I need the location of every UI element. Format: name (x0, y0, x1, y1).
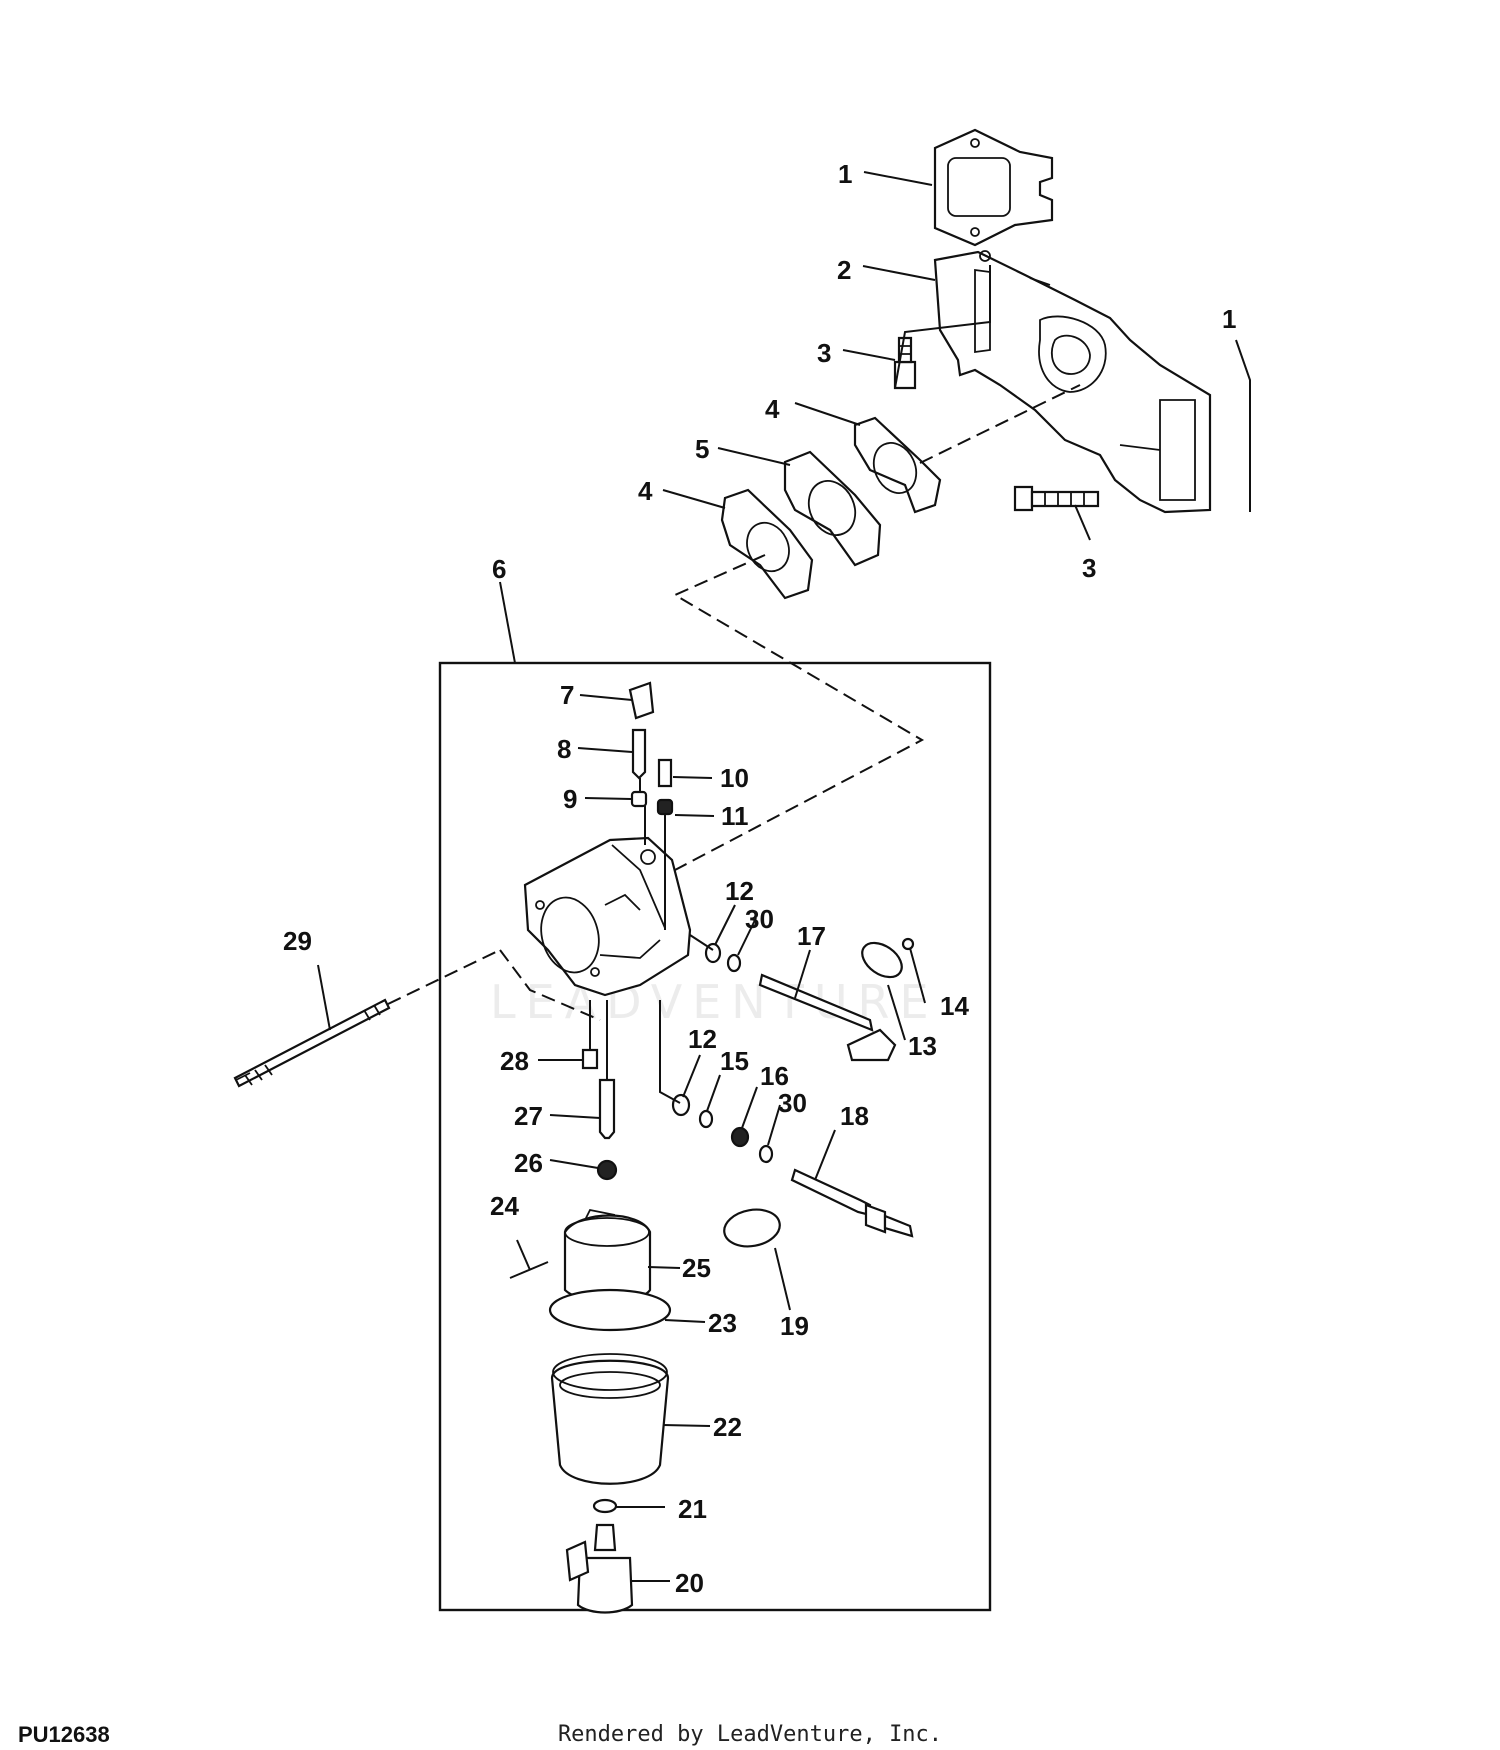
part-10-screw[interactable] (657, 758, 673, 788)
part-6-carburetor-body[interactable] (523, 836, 692, 997)
part-28-jet[interactable] (581, 1048, 599, 1070)
callout-27: 27 (514, 1101, 543, 1131)
part-29-stud[interactable] (233, 998, 391, 1088)
part-9-plug[interactable] (630, 790, 648, 808)
part-30-washer-lower[interactable] (758, 1144, 774, 1164)
callout-4-upper: 4 (765, 394, 780, 424)
callout-5: 5 (695, 434, 709, 464)
callout-11: 11 (721, 801, 749, 831)
callout-13: 13 (908, 1031, 937, 1061)
callout-12-upper: 12 (725, 876, 754, 906)
part-12-washer-lower[interactable] (671, 1093, 691, 1117)
render-credit: Rendered by LeadVenture, Inc. (557, 1722, 943, 1747)
callout-16: 16 (760, 1061, 789, 1091)
alignment-line-carb (672, 554, 925, 871)
callout-2: 2 (837, 255, 851, 285)
link-line (689, 934, 714, 951)
part-15-washer[interactable] (698, 1109, 714, 1129)
part-5-spacer[interactable] (783, 450, 882, 567)
part-3-screw-top[interactable] (893, 336, 917, 390)
callout-18: 18 (840, 1101, 869, 1131)
callout-15: 15 (720, 1046, 749, 1076)
callout-19: 19 (780, 1311, 809, 1341)
part-26-plug[interactable] (596, 1159, 618, 1181)
callout-26: 26 (514, 1148, 543, 1178)
callout-29: 29 (283, 926, 312, 956)
callout-30-upper: 30 (745, 904, 774, 934)
part-4-gasket-front[interactable] (720, 488, 814, 600)
part-18-choke-shaft[interactable] (790, 1168, 914, 1238)
part-13-throttle-plate[interactable] (856, 936, 908, 984)
callout-8: 8 (557, 734, 571, 764)
callout-25: 25 (682, 1253, 711, 1283)
part-30-washer-upper[interactable] (726, 953, 742, 973)
part-16-spring[interactable] (730, 1126, 750, 1148)
callout-10: 10 (720, 763, 749, 793)
figure-id: PU12638 (18, 1722, 110, 1747)
part-25-float[interactable] (563, 1208, 652, 1303)
part-8-needle-valve[interactable] (631, 728, 647, 780)
callout-22: 22 (713, 1412, 742, 1442)
callout-12-lower: 12 (688, 1024, 717, 1054)
callout-6: 6 (492, 554, 506, 584)
part-7-pin[interactable] (628, 681, 655, 720)
callout-3-top: 3 (817, 338, 831, 368)
callout-28: 28 (500, 1046, 529, 1076)
part-14-screw[interactable] (901, 937, 915, 951)
part-21-washer[interactable] (592, 1498, 618, 1514)
callout-30-lower: 30 (778, 1088, 807, 1118)
callout-24: 24 (490, 1191, 519, 1221)
part-20-fuel-solenoid[interactable] (565, 1523, 634, 1614)
part-6-carburetor-box (438, 661, 992, 1612)
part-3-screw-right[interactable] (1013, 485, 1100, 512)
part-17-throttle-shaft[interactable] (758, 973, 897, 1062)
callout-9: 9 (563, 784, 577, 814)
part-27-main-nozzle[interactable] (598, 1078, 616, 1140)
callout-7: 7 (560, 680, 574, 710)
callout-20: 20 (675, 1568, 704, 1598)
part-23-gasket[interactable] (548, 1288, 672, 1332)
part-4-gasket-rear[interactable] (853, 416, 942, 514)
alignment-line-upper (919, 384, 1081, 464)
callout-14: 14 (940, 991, 969, 1021)
part-2-intake-manifold[interactable] (933, 250, 1212, 514)
callout-4-lower: 4 (638, 476, 653, 506)
link-line (659, 1000, 681, 1104)
alignment-line-stud-box (499, 949, 601, 1021)
part-22-float-bowl[interactable] (550, 1353, 670, 1485)
callout-3-right: 3 (1082, 553, 1096, 583)
callout-23: 23 (708, 1308, 737, 1338)
alignment-line-stud (387, 949, 501, 1005)
part-19-choke-plate[interactable] (721, 1205, 782, 1250)
callout-1-right: 1 (1222, 304, 1236, 334)
link-line (894, 265, 991, 389)
callout-21: 21 (678, 1494, 707, 1524)
part-1-gasket[interactable] (933, 128, 1054, 247)
callout-17: 17 (797, 921, 826, 951)
part-11-plug[interactable] (656, 798, 674, 816)
callout-1-top: 1 (838, 159, 852, 189)
